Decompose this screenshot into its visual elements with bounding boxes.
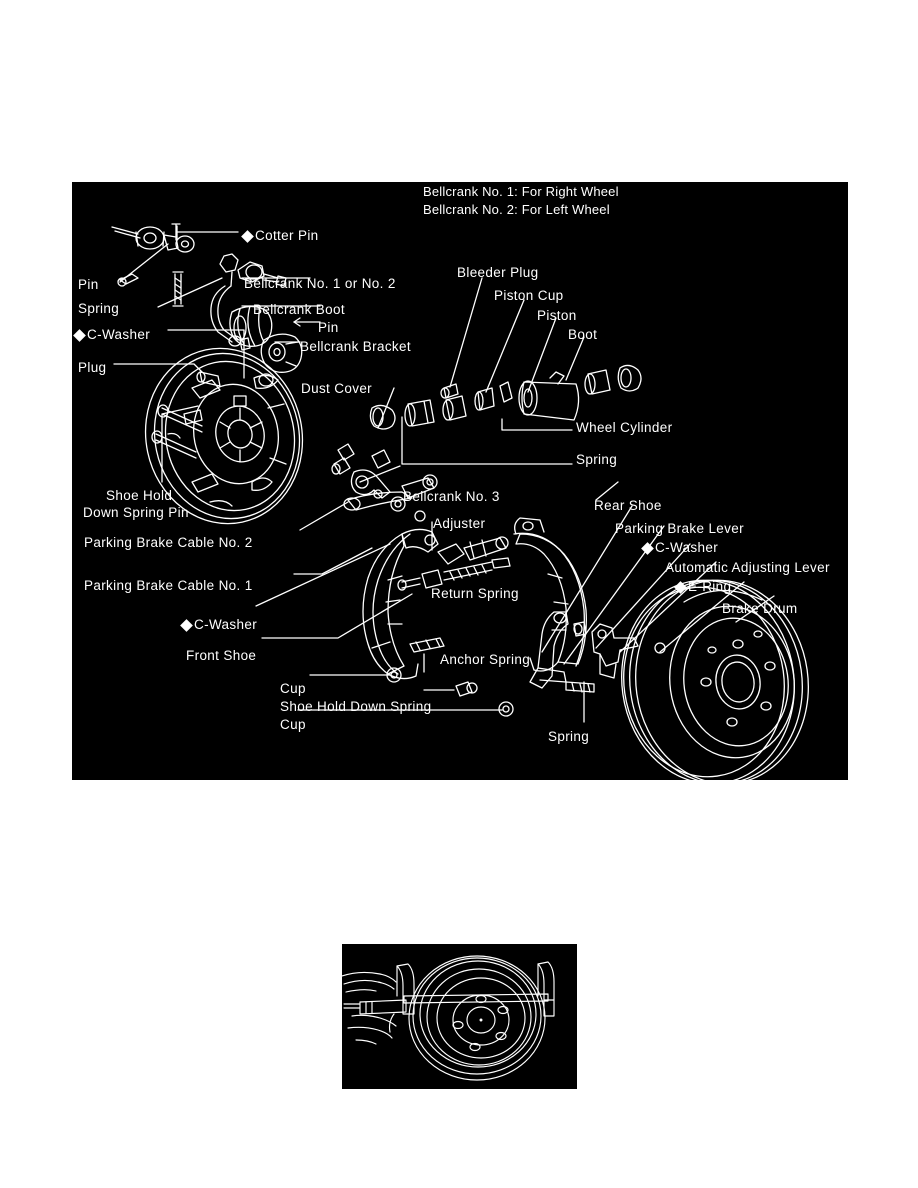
label-bellcrank-boot: Bellcrank Boot [253, 302, 345, 317]
label-shoe-hold-down-spring-pin-line2: Down Spring Pin [83, 505, 189, 520]
label-e-ring: E-Ring [674, 579, 731, 594]
label-parking-brake-cable-no-1: Parking Brake Cable No. 1 [84, 578, 253, 593]
label-pin-upper: Pin [78, 277, 99, 292]
label-shoe-hold-down-spring-pin-line1: Shoe Hold [106, 488, 173, 503]
label-spring-parking-lever: Spring [548, 729, 590, 744]
exploded-view-linework [111, 223, 809, 780]
label-pin-bracket: Pin [318, 320, 339, 335]
label-plug: Plug [78, 360, 107, 375]
label-piston: Piston [537, 308, 577, 323]
label-parking-brake-lever: Parking Brake Lever [615, 521, 744, 536]
label-bellcrank-no-1-or-no-2: Bellcrank No. 1 or No. 2 [244, 276, 396, 291]
label-c-washer-lower: C-Washer [180, 617, 257, 632]
label-spring-upper: Spring [78, 301, 120, 316]
diamond-bullet-icon [73, 329, 86, 342]
label-cotter-pin: Cotter Pin [241, 228, 319, 243]
diamond-bullet-icon [674, 581, 687, 594]
label-piston-cup: Piston Cup [494, 288, 564, 303]
label-boot: Boot [568, 327, 598, 342]
label-bellcrank-bracket: Bellcrank Bracket [300, 339, 411, 354]
exploded-view-figure: Bellcrank No. 1: For Right Wheel Bellcra… [72, 182, 848, 780]
figure-header-line-2: Bellcrank No. 2: For Left Wheel [423, 202, 610, 217]
label-parking-brake-cable-no-2: Parking Brake Cable No. 2 [84, 535, 253, 550]
label-anchor-spring: Anchor Spring [440, 652, 531, 667]
label-shoe-hold-down-spring: Shoe Hold Down Spring [280, 699, 432, 714]
label-return-spring: Return Spring [431, 586, 519, 601]
label-adjuster: Adjuster [433, 516, 486, 531]
label-bleeder-plug: Bleeder Plug [457, 265, 539, 280]
label-front-shoe: Front Shoe [186, 648, 257, 663]
label-rear-shoe: Rear Shoe [594, 498, 662, 513]
label-wheel-cylinder: Wheel Cylinder [576, 420, 673, 435]
label-brake-drum: Brake Drum [722, 601, 798, 616]
label-c-washer-right: C-Washer [641, 540, 718, 555]
diamond-bullet-icon [180, 619, 193, 632]
figure-header-line-1: Bellcrank No. 1: For Right Wheel [423, 184, 619, 199]
diamond-bullet-icon [241, 230, 254, 243]
label-spring-wheel-cylinder: Spring [576, 452, 618, 467]
label-bellcrank-no-3: Bellcrank No. 3 [403, 489, 500, 504]
diamond-bullet-icon [641, 542, 654, 555]
brake-drum-measurement-figure [342, 944, 577, 1089]
label-c-washer-upper: C-Washer [73, 327, 150, 342]
brake-drum-measurement-linework [342, 955, 555, 1081]
label-cup-lower: Cup [280, 717, 306, 732]
label-dust-cover: Dust Cover [301, 381, 373, 396]
label-automatic-adjusting-lever: Automatic Adjusting Lever [665, 560, 830, 575]
label-cup-upper: Cup [280, 681, 306, 696]
